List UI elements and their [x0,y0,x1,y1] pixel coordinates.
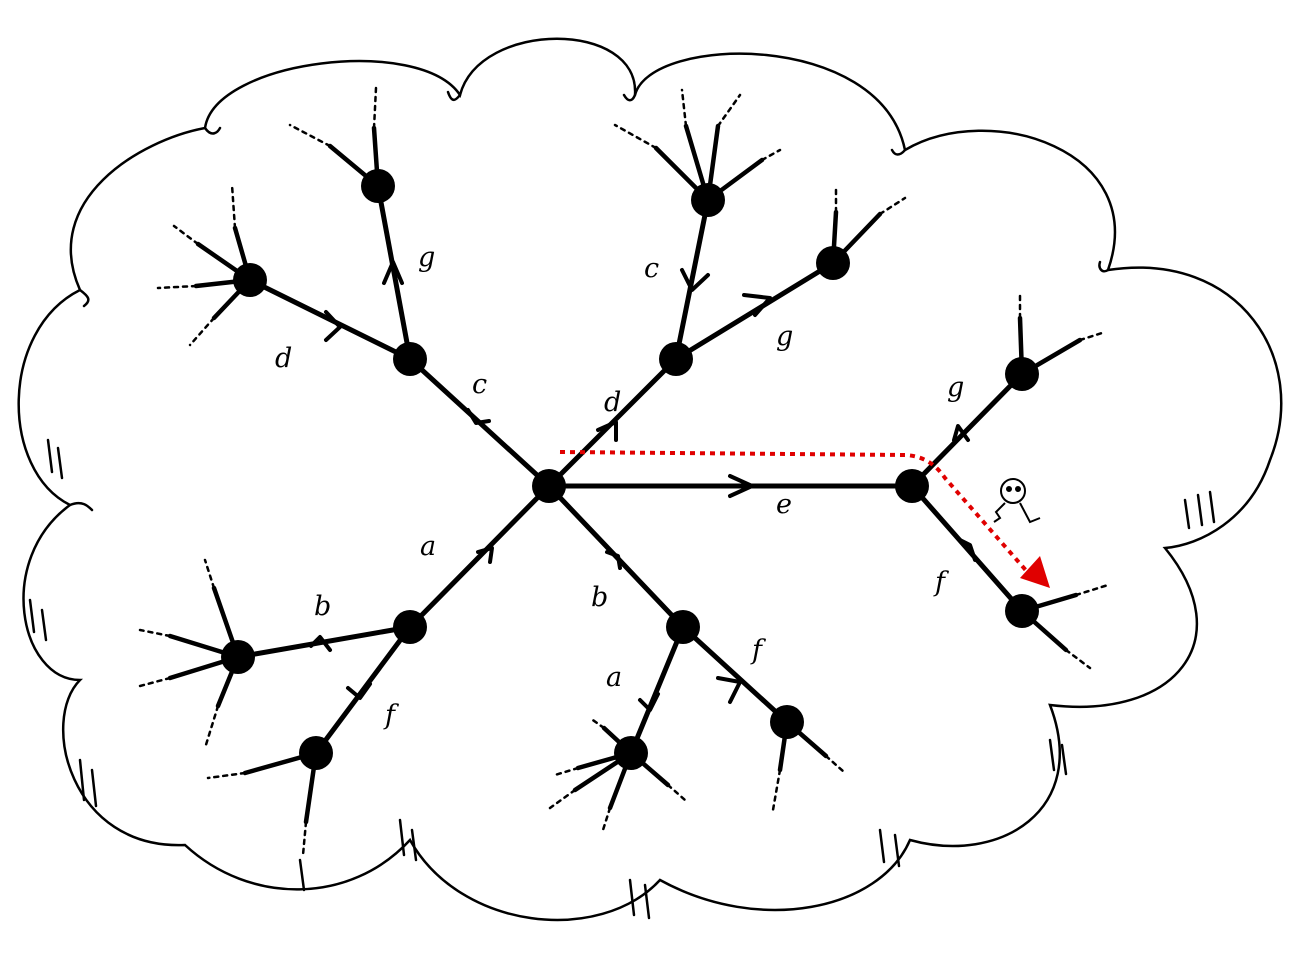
node-bottom-far-left [221,640,255,674]
tree-edges [235,183,1025,756]
node-right [895,469,929,503]
cloud-outline [17,37,1283,922]
node-bottom-mid [614,736,648,770]
label-center-to-lowerright: b [591,582,608,613]
label-lowerleft-down: f [383,700,399,731]
label-lowerright-left: a [606,662,622,693]
walker-figure-icon [993,478,1041,524]
node-top-right [816,246,850,280]
label-center-to-left: c [472,369,487,400]
label-center-to-top: d [604,387,621,418]
node-bottom-left [299,736,333,770]
edge-arrows [309,260,977,712]
node-lower-right [666,610,700,644]
label-left-upper: d [275,343,292,374]
node-right-upper [1005,357,1039,391]
label-center-to-lowerleft: a [420,531,436,562]
label-top-upper: c [644,253,659,284]
label-right-lower: f [933,567,949,598]
node-lower-left [393,610,427,644]
leaf-dashes [138,86,1110,857]
node-left-top [361,169,395,203]
node-right-lower [1005,594,1039,628]
label-left-top: g [418,242,435,273]
walk-path [559,450,1032,577]
label-center-to-right: e [776,489,792,520]
label-top-right: g [776,321,793,352]
walk-path-arrowhead [1020,556,1050,588]
node-top [691,183,725,217]
label-lowerright-right: f [750,635,766,666]
node-upper-right [659,342,693,376]
leaf-stubs [167,123,1083,825]
tree-nodes [221,169,1039,770]
node-bottom-right [770,705,804,739]
node-upper-left [393,342,427,376]
node-center [532,469,566,503]
node-far-left [233,263,267,297]
label-lowerleft-left: b [314,591,331,622]
label-right-upper: g [947,372,964,403]
